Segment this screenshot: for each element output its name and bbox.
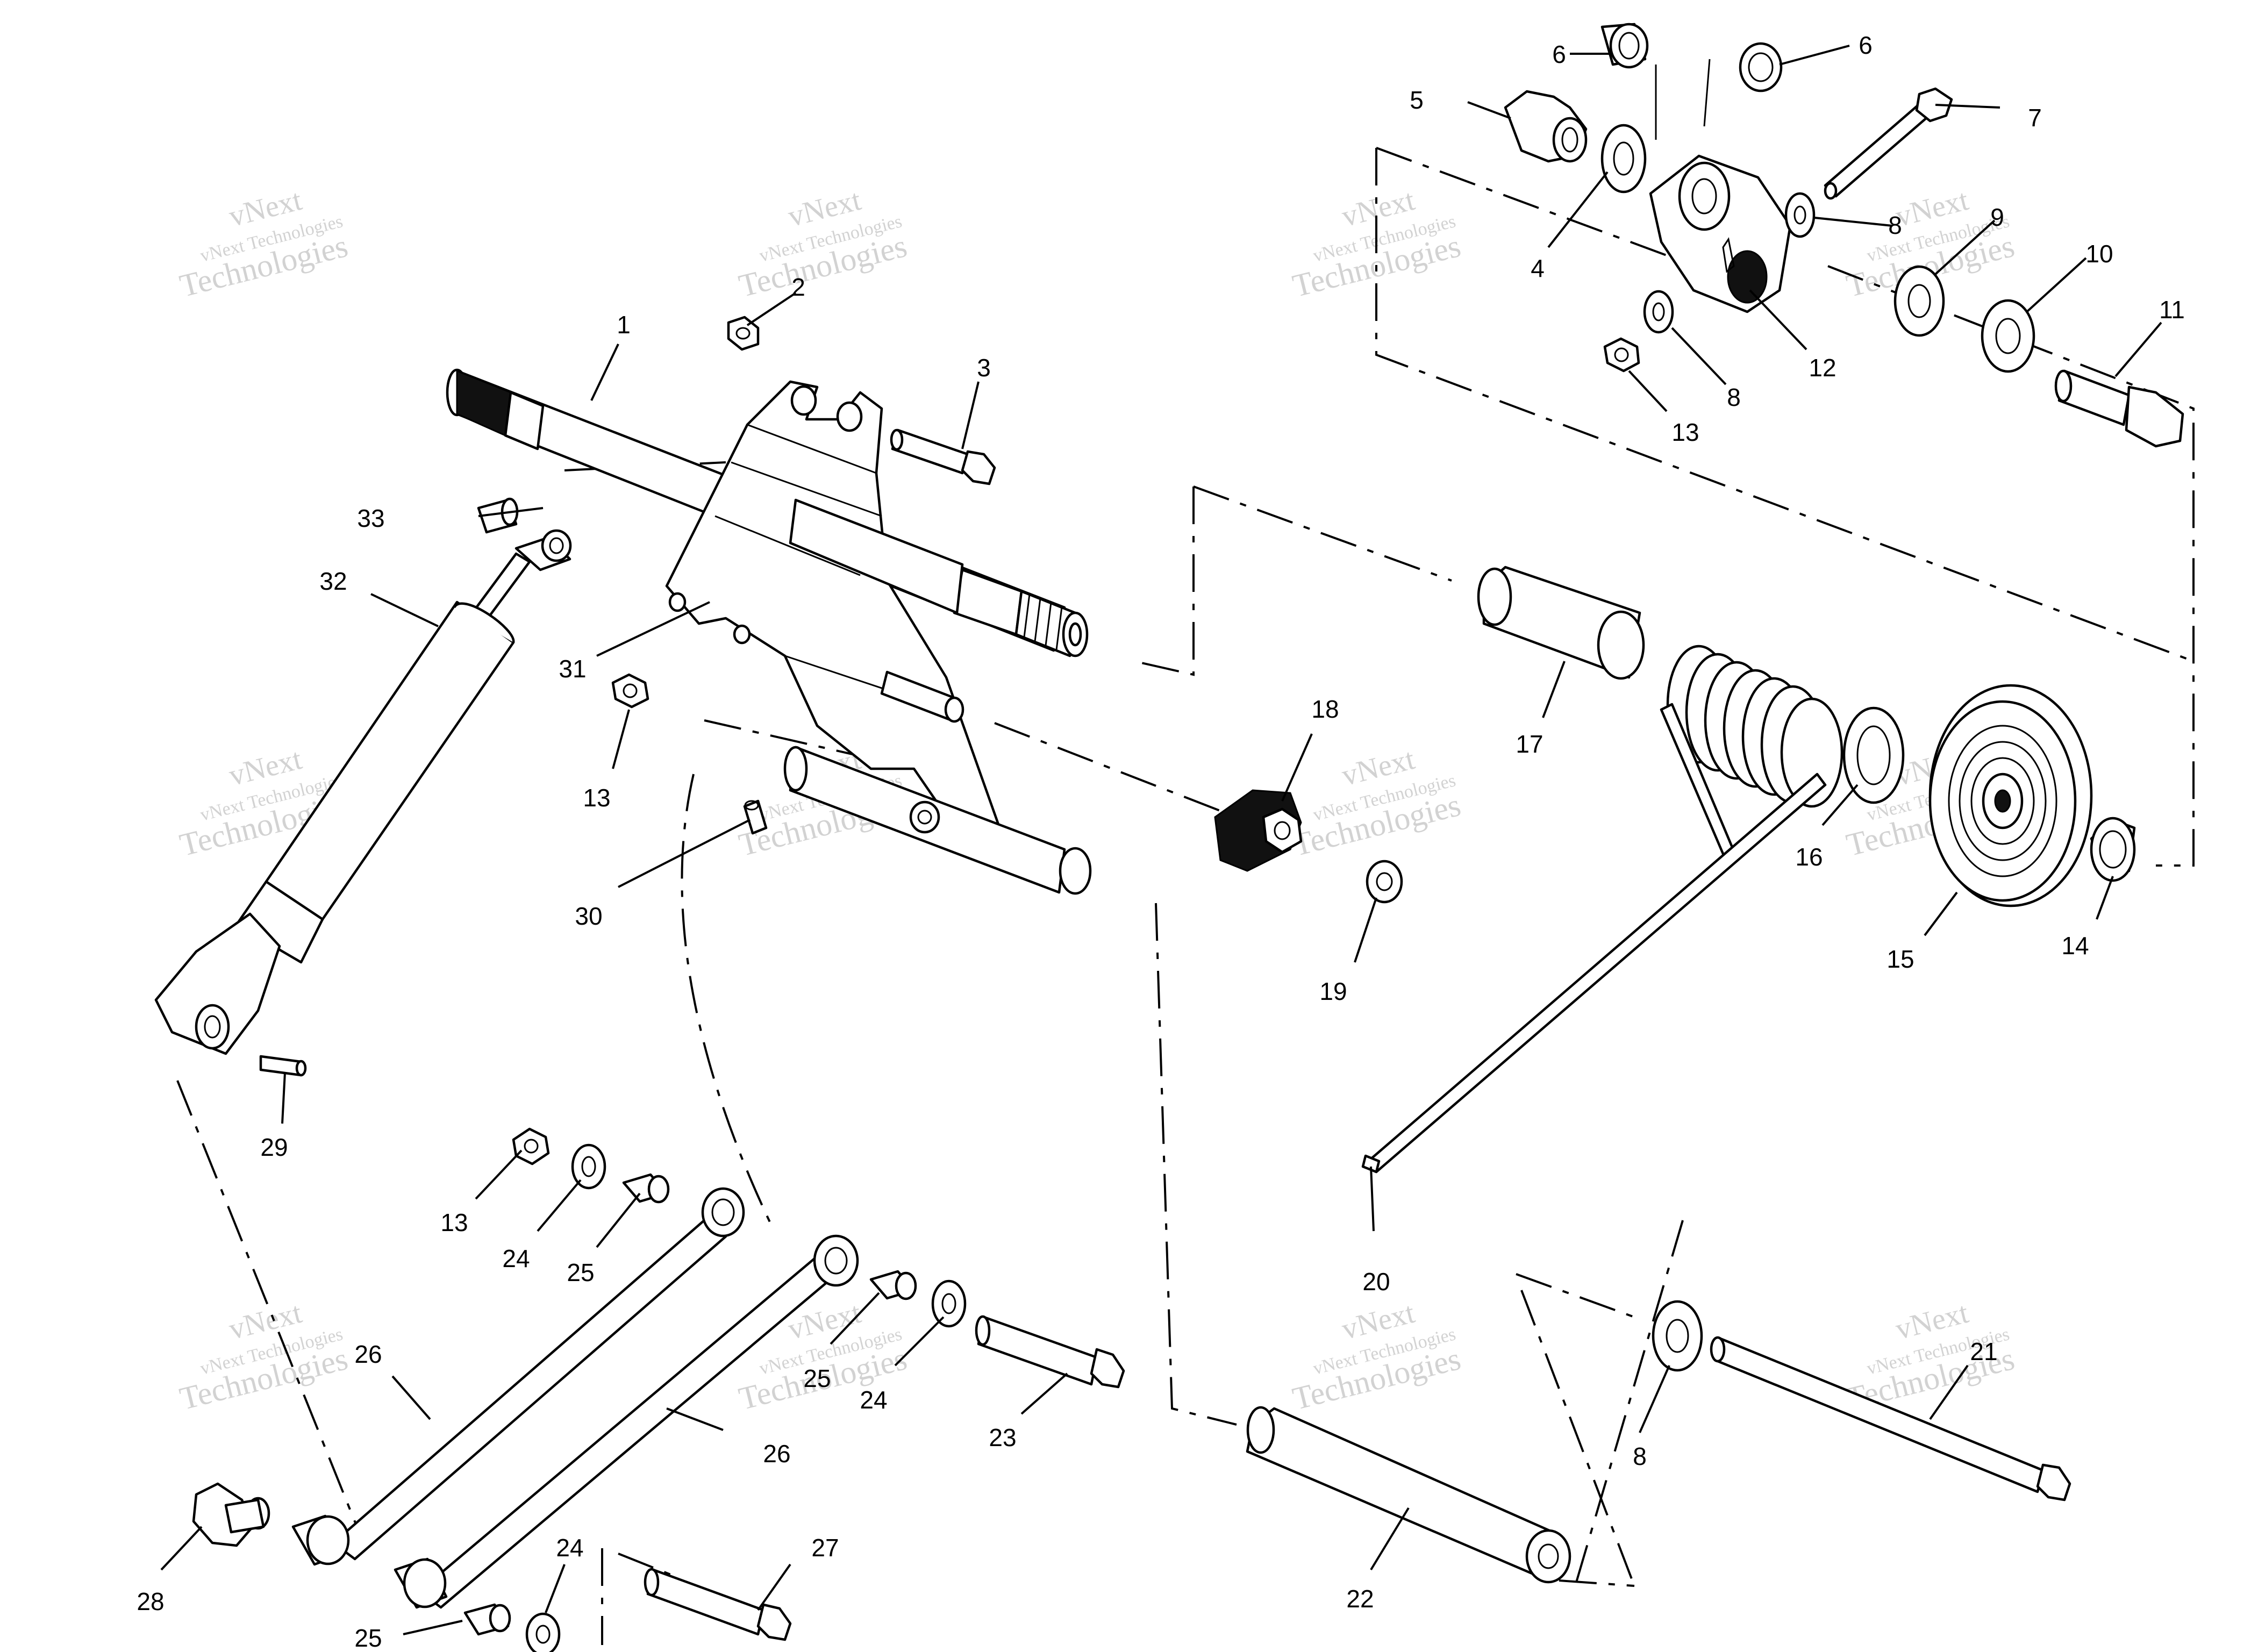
part-12-pivot-block bbox=[1649, 154, 1792, 313]
callout-17: 17 bbox=[1516, 730, 1543, 758]
part-6-bushing-right bbox=[1739, 42, 1783, 92]
part-19-washer bbox=[1366, 860, 1403, 904]
part-3-bolt bbox=[890, 428, 996, 485]
callout-24-upper: 24 bbox=[502, 1245, 530, 1272]
callout-10: 10 bbox=[2085, 240, 2113, 268]
part-20-torsion-spring bbox=[1361, 645, 1843, 1174]
part-2-nut bbox=[727, 316, 760, 351]
callout-4: 4 bbox=[1531, 254, 1545, 282]
part-13-nut-top bbox=[1603, 337, 1640, 373]
part-14-bushing bbox=[2090, 817, 2136, 882]
part-9-washer bbox=[1893, 265, 1945, 337]
part-6-bushing-left bbox=[1600, 23, 1649, 69]
part-28-flange-bushing bbox=[192, 1482, 270, 1547]
callout-14: 14 bbox=[2061, 932, 2089, 960]
callout-6-left: 6 bbox=[1552, 40, 1566, 68]
part-5-flange-bushing bbox=[1504, 90, 1588, 163]
callout-26-front: 26 bbox=[354, 1340, 382, 1368]
callout-16: 16 bbox=[1795, 843, 1823, 871]
callout-8-lower: 8 bbox=[1633, 1442, 1647, 1470]
part-25-bushing-lower bbox=[463, 1603, 511, 1636]
callout-25-upper: 25 bbox=[567, 1258, 594, 1286]
part-8-washer-lower bbox=[1652, 1300, 1703, 1372]
callout-12: 12 bbox=[1809, 354, 1836, 382]
part-8-washer-mid bbox=[1643, 290, 1674, 334]
part-8-washer-top bbox=[1784, 192, 1816, 238]
callout-22: 22 bbox=[1346, 1585, 1374, 1613]
part-26-link-arm-rear bbox=[394, 1234, 859, 1609]
callout-32: 32 bbox=[319, 567, 347, 595]
callout-24-mid: 24 bbox=[860, 1386, 887, 1414]
part-15-idler-wheel bbox=[1928, 684, 2093, 907]
callout-13-top: 13 bbox=[1671, 418, 1699, 446]
callout-8-top: 8 bbox=[1888, 211, 1902, 239]
part-18-wear-pad bbox=[1214, 789, 1303, 872]
callout-5: 5 bbox=[1410, 86, 1424, 114]
callout-25-lower: 25 bbox=[354, 1624, 382, 1652]
callout-27: 27 bbox=[811, 1534, 839, 1562]
callout-7: 7 bbox=[2028, 104, 2042, 132]
part-27-bolt bbox=[644, 1568, 792, 1641]
callout-20: 20 bbox=[1362, 1268, 1390, 1296]
callout-11: 11 bbox=[2159, 296, 2185, 324]
part-10-washer bbox=[1981, 299, 2035, 373]
part-25-bushing-upper bbox=[622, 1173, 670, 1204]
callout-24-lower: 24 bbox=[556, 1534, 583, 1562]
callout-labels: 1 2 3 6 6 5 7 4 8 9 10 11 12 8 13 33 32 … bbox=[137, 31, 2184, 1652]
callout-30: 30 bbox=[575, 902, 602, 930]
callout-3: 3 bbox=[977, 354, 991, 382]
callout-13-middle: 13 bbox=[583, 784, 610, 812]
part-26-link-arm-front bbox=[291, 1187, 745, 1566]
part-23-bolt bbox=[975, 1315, 1125, 1389]
part-31-bracket bbox=[665, 380, 1092, 895]
callout-23: 23 bbox=[989, 1424, 1016, 1451]
part-24-washer-lower bbox=[525, 1612, 561, 1652]
callout-18: 18 bbox=[1311, 695, 1339, 723]
part-29-pin bbox=[259, 1055, 307, 1077]
part-16-washer bbox=[1842, 706, 1905, 804]
callout-28: 28 bbox=[137, 1587, 164, 1615]
part-7-bolt bbox=[1824, 87, 1953, 200]
part-13-nut-lower bbox=[512, 1127, 550, 1165]
assembly-guide-lines bbox=[176, 59, 2195, 1645]
callout-1: 1 bbox=[617, 311, 631, 339]
part-21-long-bolt bbox=[1710, 1336, 2071, 1501]
callout-2: 2 bbox=[791, 273, 805, 301]
callout-25-mid: 25 bbox=[803, 1364, 831, 1392]
callout-8-mid: 8 bbox=[1727, 383, 1741, 411]
callout-29: 29 bbox=[260, 1133, 288, 1161]
part-13-nut-middle bbox=[611, 673, 649, 709]
part-22-shaft bbox=[1246, 1406, 1571, 1584]
part-25-bushing-mid bbox=[869, 1270, 917, 1300]
part-11-bolt bbox=[2054, 369, 2184, 448]
part-17-sleeve bbox=[1477, 566, 1645, 680]
spline-right-end bbox=[1014, 590, 1077, 657]
callout-21: 21 bbox=[1970, 1338, 1997, 1365]
callout-9: 9 bbox=[1990, 203, 2004, 231]
part-24-washer-mid bbox=[931, 1279, 967, 1328]
callout-13-lower: 13 bbox=[440, 1208, 468, 1236]
part-24-washer-upper bbox=[571, 1143, 606, 1190]
leader-lines bbox=[160, 45, 2162, 1635]
part-30-grease-fitting bbox=[743, 799, 768, 835]
callout-19: 19 bbox=[1319, 977, 1347, 1005]
part-4-washer bbox=[1600, 124, 1647, 194]
callout-33: 33 bbox=[357, 504, 384, 532]
callout-26-rear: 26 bbox=[763, 1440, 790, 1468]
part-32-shock-absorber bbox=[154, 529, 572, 1055]
callout-31: 31 bbox=[559, 655, 586, 683]
callout-15: 15 bbox=[1887, 945, 1914, 973]
callout-6-right: 6 bbox=[1859, 31, 1873, 59]
